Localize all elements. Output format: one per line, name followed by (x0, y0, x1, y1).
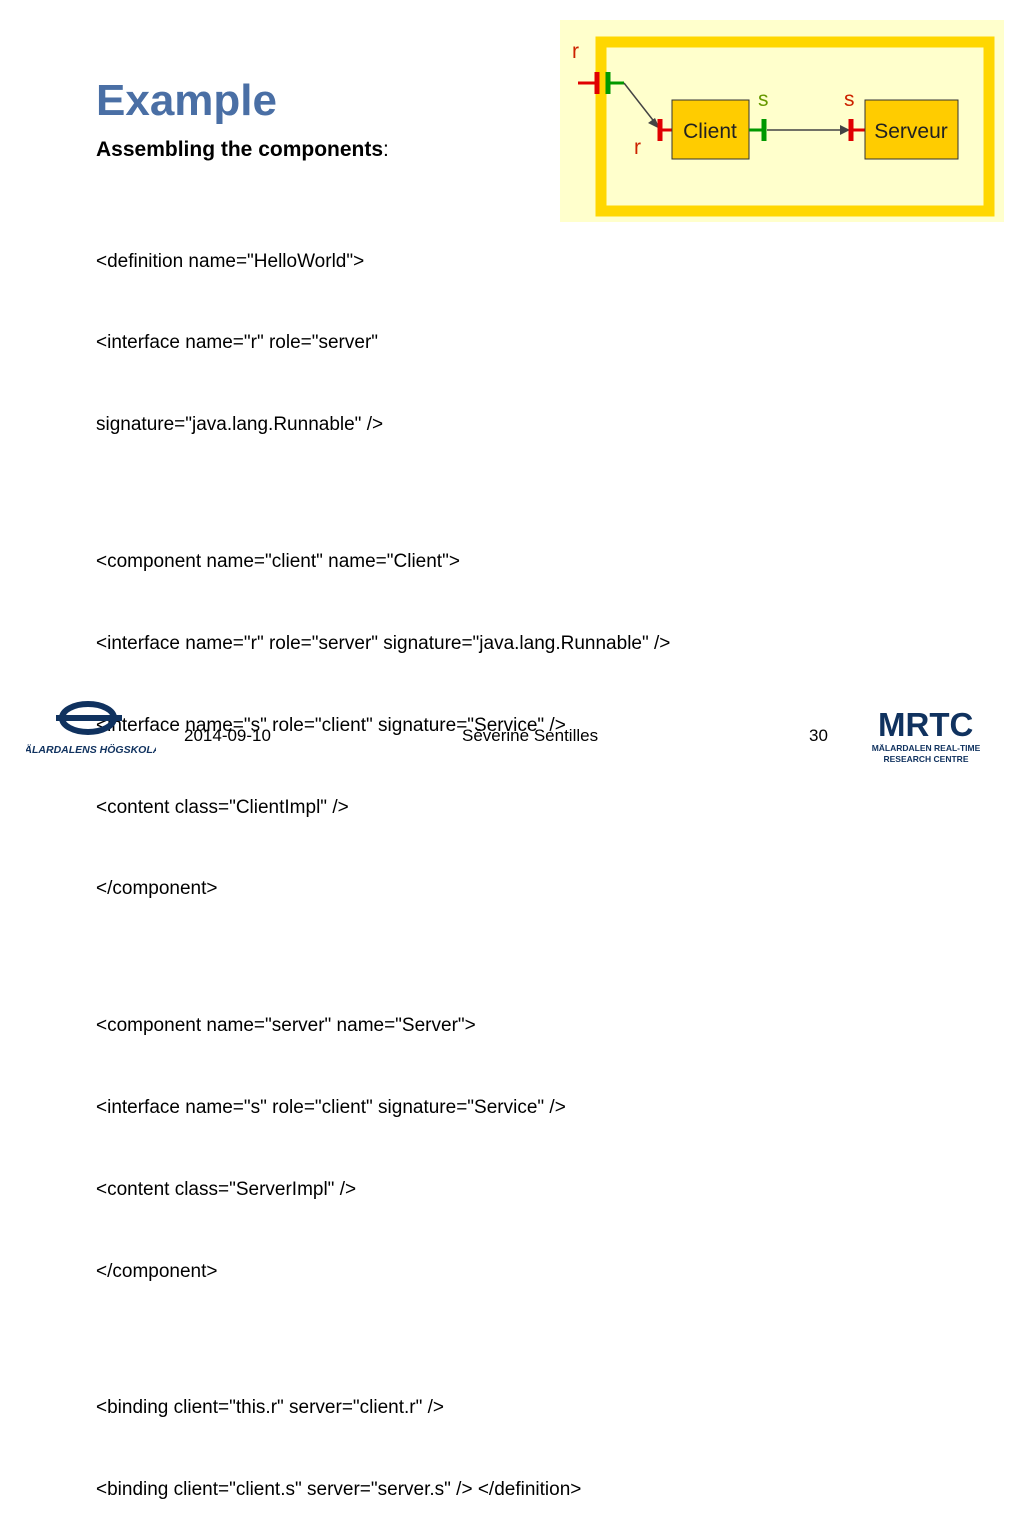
code-line: signature="java.lang.Runnable" /> (96, 414, 384, 436)
footer-author: Séverine Sentilles (462, 726, 599, 745)
mrtc-logo-sub1: MÄLARDALEN REAL-TIME (872, 743, 981, 753)
mdh-logo-text: MÄLARDALENS HÖGSKOLA (26, 743, 156, 756)
subtitle-text: Assembling the components (96, 138, 384, 161)
code-line: <binding client="client.s" server="serve… (96, 1478, 582, 1500)
slide-subtitle: Assembling the components: (96, 137, 389, 163)
client-s-label: s (758, 88, 769, 111)
code-line: <interface name="r" role="server" (96, 332, 379, 354)
code-line: <binding client="this.r" server="client.… (96, 1397, 445, 1419)
client-client-interface-icon (749, 119, 767, 141)
server-box (864, 99, 959, 160)
code-line: <component name="server" name="Server"> (96, 1014, 476, 1036)
client-server-interface-icon (657, 119, 672, 141)
mdh-logo-bar-icon (56, 715, 122, 721)
composite-frame (595, 36, 995, 217)
footer-page-number: 30 (809, 726, 828, 745)
mrtc-logo-letters: MRTC (878, 706, 973, 743)
client-name: Client (683, 120, 737, 143)
code-line: <interface name="s" role="client" signat… (96, 1096, 566, 1118)
client-r-label: r (634, 136, 641, 159)
outer-server-interface-icon (578, 72, 600, 94)
slide-title: Example (96, 76, 277, 125)
outer-internal-client-interface-icon (605, 72, 624, 94)
mrtc-logo: MRTC MÄLARDALEN REAL-TIME RESEARCH CENTR… (870, 704, 984, 771)
mrtc-logo-text: MRTC (878, 706, 973, 743)
mdh-logo: MÄLARDALENS HÖGSKOLA (16, 700, 160, 763)
binding-arrow-r (623, 82, 657, 125)
code-line: <interface name="s" role="client" signat… (96, 714, 566, 736)
client-box (671, 99, 750, 160)
outer-r-label: r (572, 40, 579, 63)
binding-arrowhead-r (648, 118, 660, 129)
footer-date: 2014-09-10 (184, 726, 271, 745)
code-line: </component> (96, 878, 218, 900)
server-s-label: s (844, 88, 855, 111)
server-name: Serveur (874, 120, 948, 143)
binding-arrowhead-s (840, 125, 850, 135)
server-server-interface-icon (848, 119, 865, 141)
code-line: <interface name="r" role="server" signat… (96, 632, 671, 654)
component-diagram: r r Client s s Serveur (560, 20, 1004, 222)
code-line: <content class="ClientImpl" /> (96, 796, 349, 818)
mrtc-logo-sub2: RESEARCH CENTRE (883, 754, 968, 764)
subtitle-colon: : (383, 138, 389, 161)
code-block: <definition name="HelloWorld"> <interfac… (96, 193, 670, 1531)
code-line: <content class="ServerImpl" /> (96, 1178, 357, 1200)
code-line: <component name="client" name="Client"> (96, 550, 460, 572)
code-line: <definition name="HelloWorld"> (96, 250, 365, 272)
code-line: </component> (96, 1260, 218, 1282)
